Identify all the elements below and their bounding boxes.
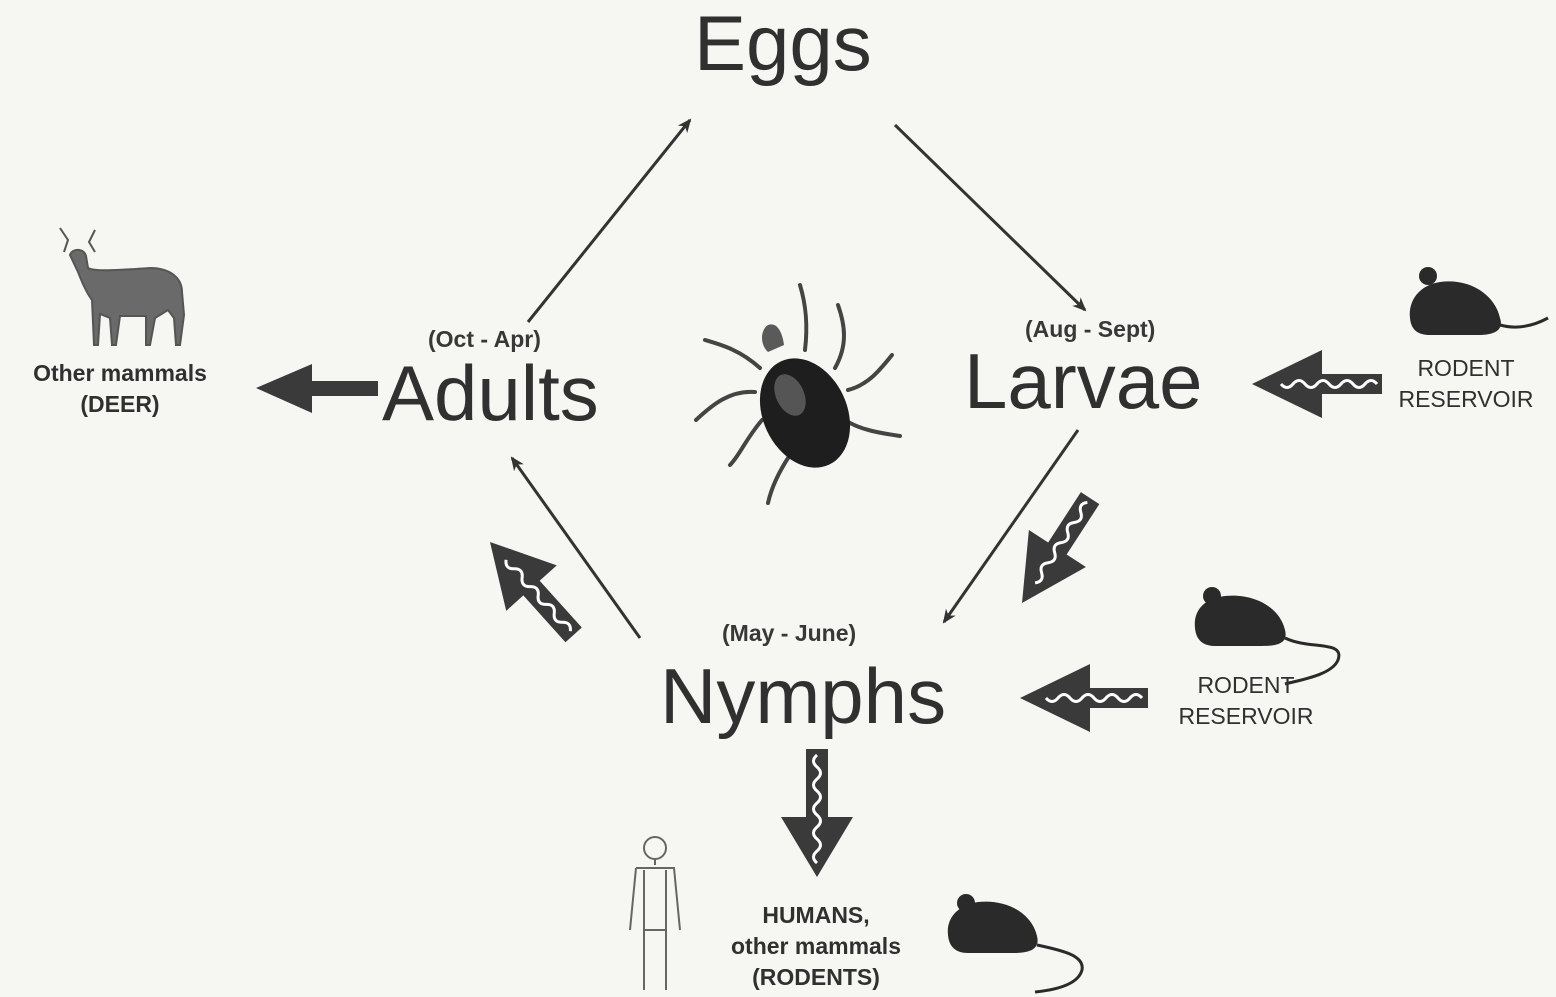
spirochete-arrow-icon (465, 519, 599, 657)
host-rodent-nymphs-line1: RODENT (1162, 670, 1330, 701)
eggs-to-larvae-arrow (895, 125, 1085, 310)
deer-icon (60, 228, 184, 345)
host-rodent-larvae-line2: RESERVOIR (1386, 384, 1546, 415)
spirochete-arrow-icon (993, 480, 1118, 622)
adults-to-deer-block-arrow (256, 364, 378, 413)
larvae-to-nymphs-arrow (944, 430, 1078, 622)
spirochete-arrow-icon (1020, 664, 1148, 732)
adults-to-eggs-arrow (528, 120, 690, 322)
stage-eggs-label: Eggs (694, 4, 872, 82)
stage-nymphs-label: Nymphs (660, 657, 946, 735)
host-humans-label: HUMANS, other mammals (RODENTS) (706, 900, 926, 993)
spirochete-arrow-icon (781, 749, 853, 877)
host-rodent-larvae-label: RODENT RESERVOIR (1386, 353, 1546, 415)
stage-adults-label: Adults (382, 354, 599, 432)
tick-icon (696, 285, 900, 503)
nymphs-to-adults-arrow (512, 458, 640, 638)
spirochete-arrow-icon (1252, 350, 1382, 418)
season-larvae: (Aug - Sept) (1025, 318, 1155, 341)
host-rodent-larvae-line1: RODENT (1386, 353, 1546, 384)
host-rodent-nymphs-line2: RESERVOIR (1162, 701, 1330, 732)
season-nymphs: (May - June) (722, 622, 856, 645)
host-rodent-nymphs-label: RODENT RESERVOIR (1162, 670, 1330, 732)
host-deer-label: Other mammals (DEER) (14, 358, 226, 420)
host-humans-line1: HUMANS, (706, 900, 926, 931)
host-humans-line3: (RODENTS) (706, 962, 926, 993)
host-humans-line2: other mammals (706, 931, 926, 962)
human-figure-icon (630, 837, 680, 990)
mouse-icon (948, 894, 1082, 992)
stage-larvae-label: Larvae (964, 342, 1203, 420)
host-deer-line2: (DEER) (14, 389, 226, 420)
host-deer-line1: Other mammals (14, 358, 226, 389)
mouse-icon (1410, 267, 1548, 335)
season-adults: (Oct - Apr) (428, 328, 541, 351)
